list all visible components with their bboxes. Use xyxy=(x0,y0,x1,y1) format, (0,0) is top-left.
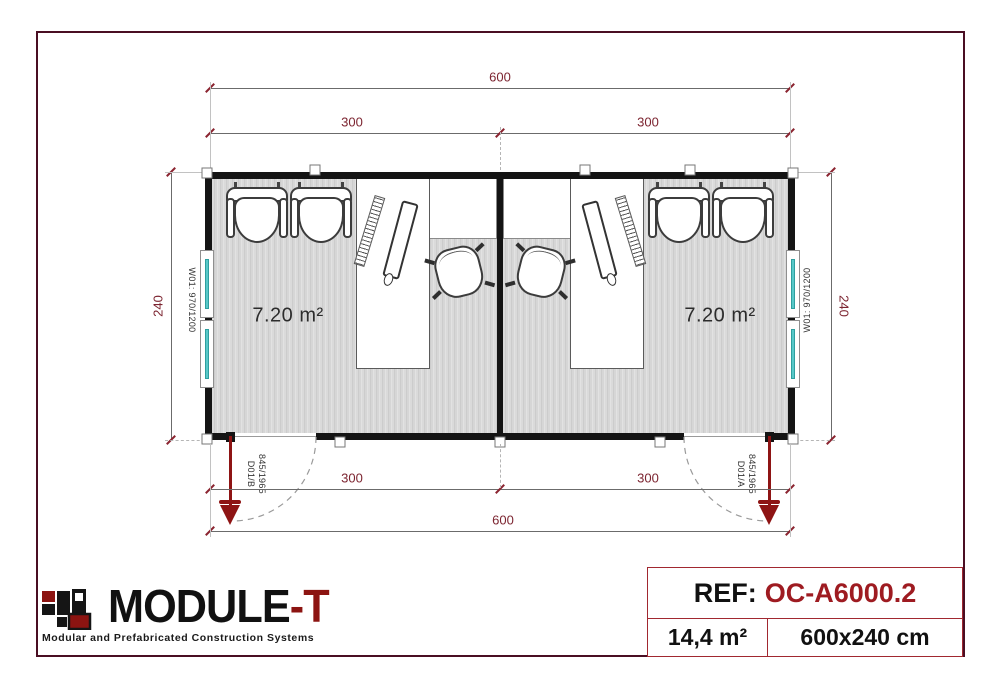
dim-label-top-left: 300 xyxy=(338,114,366,130)
extension-line xyxy=(210,444,211,537)
extension-line xyxy=(795,172,835,173)
door-right-size: 845/1965 xyxy=(747,454,757,494)
window-left xyxy=(200,250,214,390)
window-pane xyxy=(791,329,795,379)
door-left-sill xyxy=(228,436,316,437)
window-left-label: W01: 970/1200 xyxy=(187,267,197,333)
door-right-sill xyxy=(684,436,772,437)
dim-label-top-total: 600 xyxy=(486,69,514,85)
column-marker xyxy=(201,167,213,179)
door-right-arrow xyxy=(768,436,771,508)
wall-middle xyxy=(497,172,503,440)
side-table xyxy=(503,179,570,239)
office-chair xyxy=(424,237,496,306)
window-pane xyxy=(205,259,209,309)
window-right-label: W01: 970/1200 xyxy=(802,267,812,333)
extension-line-dashed xyxy=(500,444,501,488)
extension-line xyxy=(790,444,791,537)
column-marker xyxy=(201,433,213,445)
extension-line xyxy=(790,82,791,168)
door-left-label: 845/1965 D01/B xyxy=(245,454,267,494)
extension-line-dashed xyxy=(500,127,501,170)
column-marker xyxy=(654,436,666,448)
ref-label: REF: xyxy=(693,577,757,608)
dim-label-bottom-left: 300 xyxy=(338,470,366,486)
dim-line-top-600 xyxy=(210,88,790,89)
column-marker xyxy=(787,433,799,445)
reference-row: REF: OC-A6000.2 xyxy=(648,568,962,619)
column-marker xyxy=(334,436,346,448)
door-left-size: 845/1965 xyxy=(257,454,267,494)
window-pane xyxy=(791,259,795,309)
ref-code: OC-A6000.2 xyxy=(764,577,917,608)
door-right-code: D01/A xyxy=(736,460,746,488)
door-right-arrow-barb xyxy=(758,500,780,504)
wall-bottom-segment xyxy=(772,433,795,440)
door-right-label: 845/1965 D01/A xyxy=(735,454,757,494)
wall-bottom-segment xyxy=(205,433,228,440)
brand-name-black: MODULE xyxy=(108,580,291,632)
total-area-cell: 14,4 m² xyxy=(648,619,768,656)
column-marker xyxy=(787,167,799,179)
dim-label-bottom-right: 300 xyxy=(634,470,662,486)
page-border xyxy=(36,31,965,657)
office-chair xyxy=(504,237,576,306)
extension-line-dashed xyxy=(795,440,835,441)
extension-line xyxy=(210,82,211,168)
armchair xyxy=(712,182,774,245)
brand-tagline: Modular and Prefabricated Construction S… xyxy=(42,632,315,644)
door-right-arrow-head xyxy=(759,505,779,525)
brand-name: MODULE-T xyxy=(108,583,330,629)
column-marker xyxy=(684,164,696,176)
armchair xyxy=(226,182,288,245)
window-right xyxy=(786,250,800,390)
spec-row: 14,4 m² 600x240 cm xyxy=(648,619,962,656)
dimensions-cell: 600x240 cm xyxy=(800,624,930,650)
room-left-furniture xyxy=(212,179,497,433)
door-left-code: D01/B xyxy=(246,460,256,488)
extension-line xyxy=(165,172,205,173)
door-left-arrow xyxy=(229,436,232,508)
module-t-logo-icon xyxy=(42,589,92,630)
dim-line-left-240 xyxy=(171,172,172,440)
door-right-swing-arc xyxy=(683,436,769,522)
room-left-area-label: 7.20 m² xyxy=(252,304,324,327)
column-marker xyxy=(309,164,321,176)
reference-box: REF: OC-A6000.2 14,4 m² 600x240 cm xyxy=(647,567,963,657)
extension-line-dashed xyxy=(165,440,205,441)
door-left-swing-arc xyxy=(231,436,317,522)
door-left-arrow-head xyxy=(220,505,240,525)
room-right-area-label: 7.20 m² xyxy=(684,304,756,327)
armchair xyxy=(290,182,352,245)
door-left-arrow-barb xyxy=(219,500,241,504)
window-pane xyxy=(205,329,209,379)
dim-label-left: 240 xyxy=(150,292,166,320)
dim-line-right-240 xyxy=(831,172,832,440)
side-table xyxy=(430,179,497,239)
room-left-floor xyxy=(212,179,497,433)
brand-name-red: -T xyxy=(289,580,330,632)
dim-label-top-right: 300 xyxy=(634,114,662,130)
room-right-floor xyxy=(503,179,788,433)
armchair xyxy=(648,182,710,245)
dim-label-right: 240 xyxy=(836,292,852,320)
dim-label-bottom-total: 600 xyxy=(489,512,517,528)
dim-line-bottom-600 xyxy=(210,531,790,532)
brand-logo: MODULE-T Modular and Prefabricated Const… xyxy=(42,583,343,644)
column-marker xyxy=(579,164,591,176)
